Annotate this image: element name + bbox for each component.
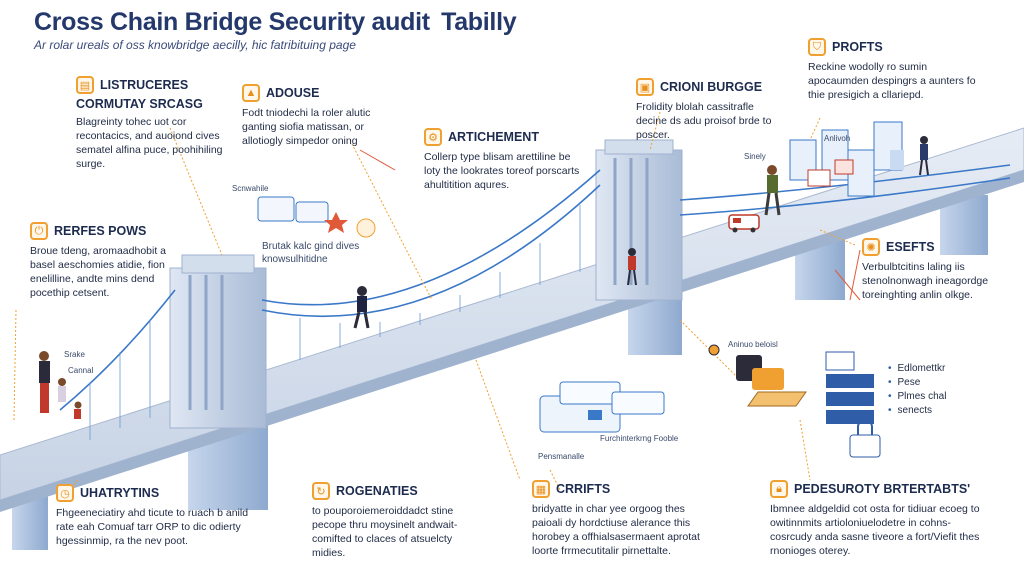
label-srake: Srake [64, 350, 85, 359]
page-title: Cross Chain Bridge Security audit Tabill… [34, 8, 517, 36]
box-icon: ▣ [636, 78, 654, 96]
card-listructures: ▤ LISTRUCERES CORMUTAY SRCASG Blagreinty… [76, 76, 236, 171]
card-rerfes: ⏻ RERFES POWS Broue tdeng, aromaadhobit … [30, 222, 180, 300]
card-body: Fodt tniodechi la roler alutic ganting s… [242, 107, 371, 147]
label-furchinterkrng: Furchinterkrng Fooble [600, 434, 679, 443]
lock-devices [708, 344, 881, 458]
label-aninuo-beloisl: Aninuo beloisl [728, 340, 778, 349]
bridge-tower-left [169, 254, 267, 429]
legend-item: Edlomettkr [888, 362, 946, 376]
card-body: Collerp type blisam arettiline be loty t… [424, 151, 580, 191]
label-anlivoh: Anlivoh [824, 134, 851, 143]
card-crioni: ▣ CRIONI BURGGE Frolidity blolah cassitr… [636, 78, 786, 142]
card-heading: ROGENATIES [336, 484, 418, 498]
card-body: Ibmnee aldgeldid cot osta for tidiuar ec… [770, 503, 980, 557]
card-crrifts: ▦ CRRIFTS bridyatte in char yee orgoog t… [532, 480, 712, 558]
label-pensmanalle: Pensmanalle [538, 452, 585, 461]
lock-icon: 🔒︎ [770, 480, 788, 498]
refresh-icon: ↻ [312, 482, 330, 500]
card-heading: RERFES POWS [54, 224, 147, 238]
walking-person-center [353, 286, 370, 329]
legend-item: Pese [888, 376, 946, 390]
walking-person-tower [627, 248, 637, 286]
card-body: Reckine wodolly ro sumin apocaumden desp… [808, 61, 976, 101]
car-red-white [728, 214, 760, 233]
red-connector-lines [359, 149, 861, 301]
card-artichement: ⚙ ARTICHEMENT Collerp type blisam aretti… [424, 128, 584, 192]
devices-caption: Brutak kalc gind dives knowsulhitidne [262, 241, 360, 265]
document-icon: ▤ [76, 76, 94, 94]
card-rogenaties: ↻ ROGENATIES to pouporoiemeroiddadct sti… [312, 482, 482, 560]
card-body: to pouporoiemeroiddadct stine pecope thr… [312, 505, 458, 559]
bridge-tower-right [595, 139, 683, 301]
card-heading: UHATRYTINS [80, 486, 160, 500]
card-subheading: CORMUTAY SRCASG [76, 97, 203, 111]
card-heading: ESEFTS [886, 240, 935, 254]
card-body: Blagreinty tohec uot cor recontacics, an… [76, 116, 223, 170]
card-profts: ⛉ PROFTS Reckine wodolly ro sumin apocau… [808, 38, 988, 102]
clock-icon: ◷ [56, 484, 74, 502]
card-heading: CRRIFTS [556, 482, 611, 496]
card-body: Fhgeeneciatiry ahd ticute to ruach b ani… [56, 507, 249, 547]
hanger-cables [89, 205, 581, 440]
gear-icon: ⚙ [424, 128, 442, 146]
label-sinely: Sinely [744, 152, 766, 161]
label-cannal: Cannal [68, 366, 94, 375]
worker-person-right [764, 165, 781, 216]
warning-icon: ▲ [242, 84, 260, 102]
card-heading: CRIONI BURGGE [660, 80, 763, 94]
settings-icon: ✺ [862, 238, 880, 256]
legend-item: Plmes chal [888, 390, 947, 404]
card-heading: ADOUSE [266, 86, 320, 100]
suspension-cables [59, 164, 1011, 411]
data-center [789, 121, 904, 197]
legend-list: EdlomettkrPesePlmes chalsenects [888, 362, 947, 418]
card-body: bridyatte in char yee orgoog thes paioal… [532, 503, 700, 557]
card-heading: LISTRUCERES [100, 78, 189, 92]
card-adouse: ▲ ADOUSE Fodt tniodechi la roler alutic … [242, 84, 390, 148]
card-body: Verbulbtcitins laling iis stenolnonwagh … [862, 261, 989, 301]
legend-item: senects [888, 404, 946, 418]
group-of-people-left [39, 351, 82, 419]
audit-devices-bottom [539, 381, 665, 433]
certificate-icon: ▦ [532, 480, 550, 498]
page-subtitle: Ar rolar ureals of oss knowbridge aecill… [34, 38, 356, 52]
card-body: Broue tdeng, aromaadhobit a basel aescho… [30, 245, 167, 299]
shield-icon: ⛉ [808, 38, 826, 56]
card-body: Frolidity blolah cassitrafle decine ds a… [636, 101, 772, 141]
card-pedesuroty: 🔒︎ PEDESUROTY BRTERTABTS' Ibmnee aldgeld… [770, 480, 980, 558]
person-far-right [919, 136, 929, 176]
card-uhatrytins: ◷ UHATRYTINS Fhgeeneciatiry ahd ticute t… [56, 484, 256, 548]
power-icon: ⏻ [30, 222, 48, 240]
label-scnwahile: Scnwahile [232, 184, 269, 193]
devices-cluster [257, 196, 376, 238]
card-heading: PROFTS [832, 40, 883, 54]
card-esefts: ✺ ESEFTS Verbulbtcitins laling iis steno… [862, 238, 1012, 302]
card-heading: PEDESUROTY BRTERTABTS' [794, 482, 971, 496]
card-heading: ARTICHEMENT [448, 130, 539, 144]
